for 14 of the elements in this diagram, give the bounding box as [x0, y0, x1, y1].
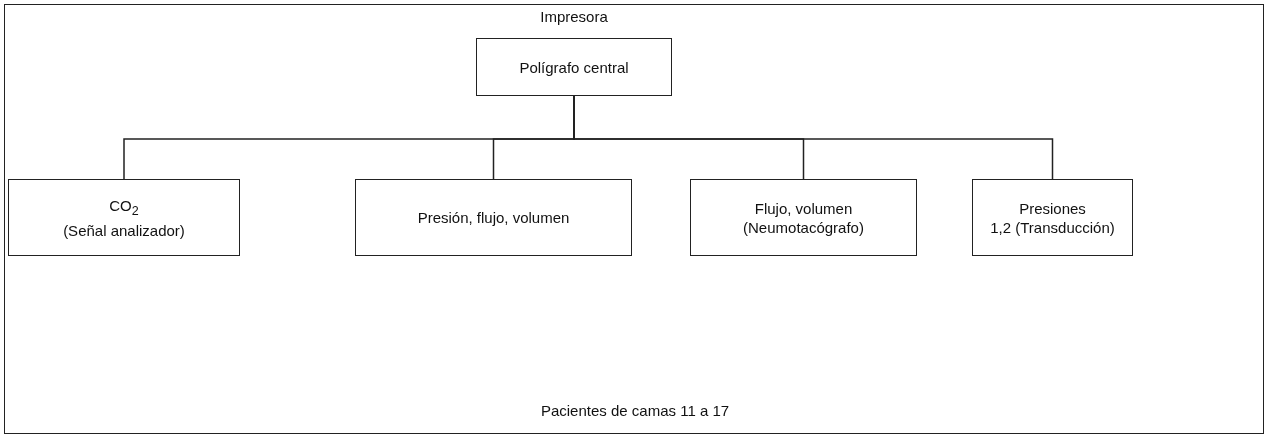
box-text: CO$_{2}$ — [109, 195, 139, 220]
box-text: Flujo, volumen — [754, 198, 853, 218]
box-text: 1,2 (Transducción) — [990, 217, 1115, 237]
box-text: Presiones — [1019, 198, 1086, 218]
process-box — [8, 179, 240, 256]
process-box — [690, 179, 917, 256]
box-heading: Impresora — [539, 7, 609, 26]
box-text: Presión, flujo, volumen — [417, 208, 570, 227]
process-box — [972, 179, 1133, 256]
box-text: (Señal analizador) — [63, 220, 185, 240]
footer-note: Pacientes de camas 11 a 17 — [539, 402, 731, 419]
process-box — [355, 179, 632, 256]
box-text: (Neumotacógrafo) — [743, 217, 864, 237]
box-text: Polígrafo central — [519, 57, 629, 77]
